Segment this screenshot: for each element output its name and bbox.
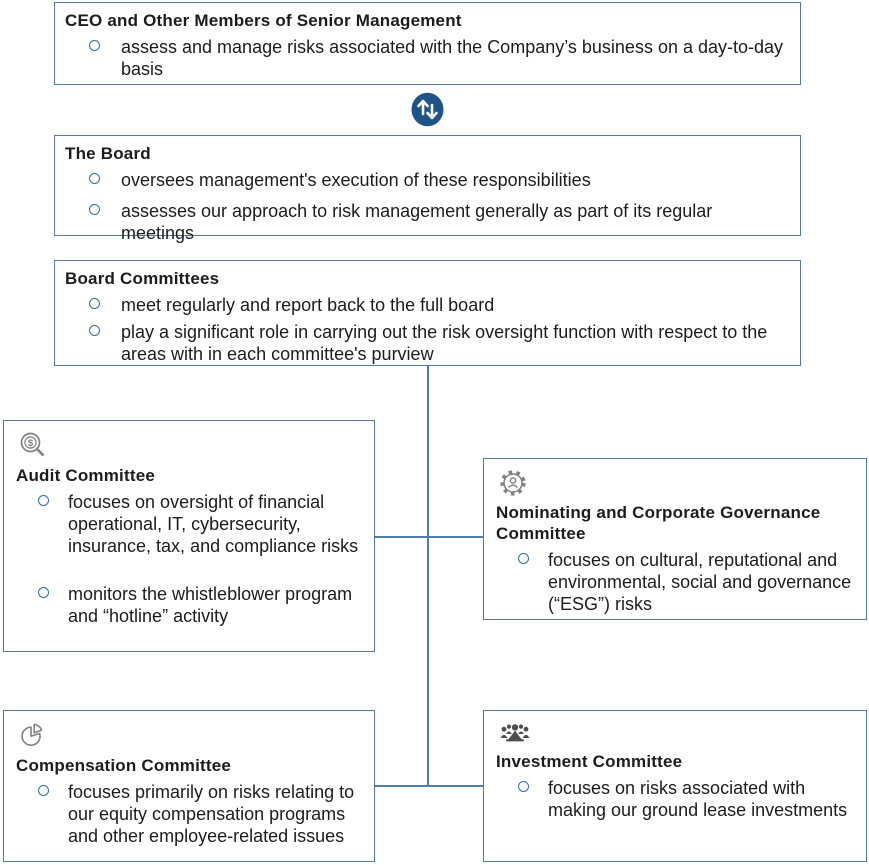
- bullet-item: oversees management's execution of these…: [65, 169, 790, 191]
- box-title: Audit Committee: [16, 466, 155, 485]
- gear-person-icon: [500, 470, 526, 496]
- svg-text:$: $: [28, 438, 34, 449]
- bullet-item: focuses on cultural, reputational and en…: [496, 549, 856, 615]
- box-title: Compensation Committee: [16, 756, 232, 775]
- bullet-item: focuses primarily on risks relating to o…: [16, 781, 364, 847]
- box-the-board: The Board oversees management's executio…: [54, 135, 801, 243]
- box-title: Investment Committee: [496, 752, 683, 771]
- box-compensation-committee: Compensation Committee focuses primarily…: [3, 710, 375, 862]
- bullet-item: focuses on risks associated with making …: [496, 777, 856, 821]
- bullet-list: meet regularly and report back to the fu…: [65, 294, 790, 365]
- bullet-list: focuses on risks associated with making …: [496, 777, 856, 821]
- bullet-item: focuses on oversight of financial operat…: [16, 491, 364, 557]
- bullet-item: monitors the whistleblower program and “…: [16, 583, 364, 627]
- box-title: The Board: [65, 144, 151, 163]
- people-group-icon: [500, 724, 530, 742]
- bullet-item: assess and manage risks associated with …: [65, 36, 790, 80]
- connector-lower-horizontal-line: [375, 785, 483, 787]
- bullet-list: focuses primarily on risks relating to o…: [16, 781, 364, 847]
- box-investment-committee: Investment Committee focuses on risks as…: [483, 710, 867, 862]
- bullet-list: oversees management's execution of these…: [65, 169, 790, 244]
- box-nominating-governance-committee: Nominating and Corporate Governance Comm…: [483, 458, 867, 620]
- up-down-arrows-icon: [411, 92, 444, 127]
- box-board-committees: Board Committees meet regularly and repo…: [54, 260, 801, 366]
- bullet-ring-icon: [38, 495, 49, 506]
- bullet-ring-icon: [89, 204, 100, 215]
- magnifier-dollar-icon: $: [20, 432, 45, 457]
- bullet-list: focuses on oversight of financial operat…: [16, 491, 364, 627]
- box-title: Nominating and Corporate Governance Comm…: [496, 503, 821, 543]
- connector-vertical-line: [427, 366, 429, 786]
- box-audit-committee: $ Audit Committee focuses on oversight o…: [3, 420, 375, 652]
- box-title: CEO and Other Members of Senior Manageme…: [65, 11, 462, 30]
- bullet-ring-icon: [38, 587, 49, 598]
- bullet-item: play a significant role in carrying out …: [65, 321, 790, 365]
- bullet-list: focuses on cultural, reputational and en…: [496, 549, 856, 615]
- pie-chart-icon: [21, 723, 43, 746]
- bullet-ring-icon: [518, 553, 529, 564]
- bullet-list: assess and manage risks associated with …: [65, 36, 790, 80]
- bullet-item: meet regularly and report back to the fu…: [65, 294, 790, 316]
- bullet-item: assesses our approach to risk management…: [65, 200, 790, 244]
- bullet-ring-icon: [38, 785, 49, 796]
- box-title: Board Committees: [65, 269, 220, 288]
- bullet-ring-icon: [518, 781, 529, 792]
- bullet-ring-icon: [89, 325, 100, 336]
- bullet-ring-icon: [89, 173, 100, 184]
- box-ceo-senior-management: CEO and Other Members of Senior Manageme…: [54, 2, 801, 85]
- bullet-ring-icon: [89, 40, 100, 51]
- connector-upper-horizontal-line: [375, 536, 483, 538]
- bullet-ring-icon: [89, 298, 100, 309]
